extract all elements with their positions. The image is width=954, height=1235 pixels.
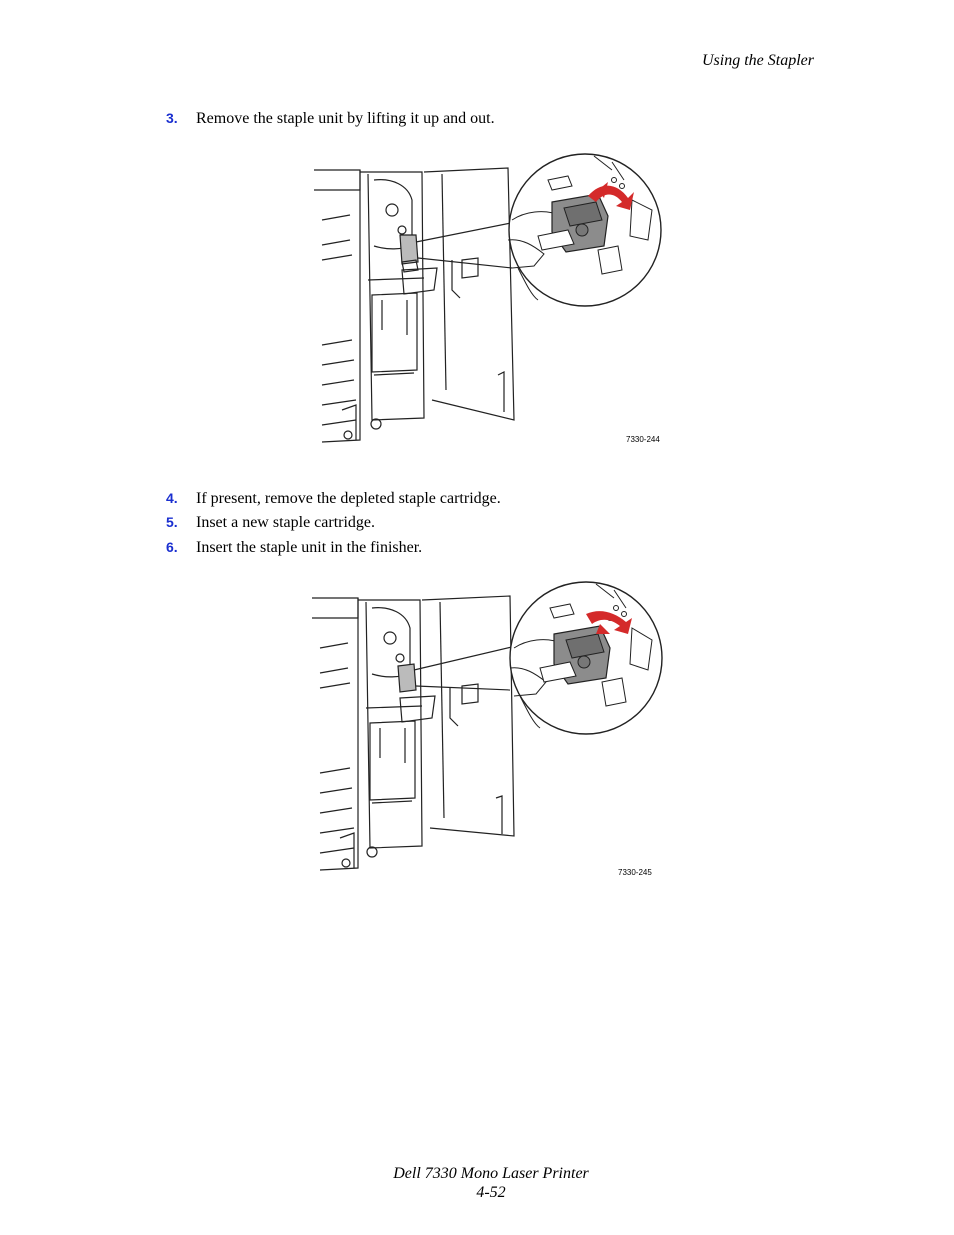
step-text: If present, remove the depleted staple c…	[196, 490, 501, 507]
step-5: 5. Inset a new staple cartridge.	[166, 512, 375, 533]
finisher-illustration: 7330-244	[314, 153, 662, 444]
step-text: Insert the staple unit in the finisher.	[196, 539, 423, 556]
finisher-illustration: 7330-245	[312, 581, 663, 877]
figure-id: 7330-245	[618, 868, 652, 877]
step-number: 3.	[166, 110, 178, 126]
step-text: Remove the staple unit by lifting it up …	[196, 110, 495, 127]
step-number: 5.	[166, 514, 178, 530]
running-head: Using the Stapler	[702, 52, 814, 69]
step-3: 3. Remove the staple unit by lifting it u…	[166, 108, 495, 129]
step-4: 4. If present, remove the depleted staple…	[166, 488, 501, 509]
step-6: 6. Insert the staple unit in the finisher…	[166, 537, 422, 558]
page-footer: Dell 7330 Mono Laser Printer 4-52	[0, 1164, 954, 1202]
step-text: Inset a new staple cartridge.	[196, 514, 376, 531]
figure-id: 7330-244	[626, 435, 660, 444]
step-number: 6.	[166, 539, 178, 555]
footer-page-number: 4-52	[476, 1184, 506, 1201]
step-number: 4.	[166, 490, 178, 506]
figure-insert-staple-unit: 7330-245	[310, 578, 664, 878]
figure-remove-staple-unit: 7330-244	[312, 150, 666, 450]
footer-product: Dell 7330 Mono Laser Printer	[393, 1165, 589, 1182]
